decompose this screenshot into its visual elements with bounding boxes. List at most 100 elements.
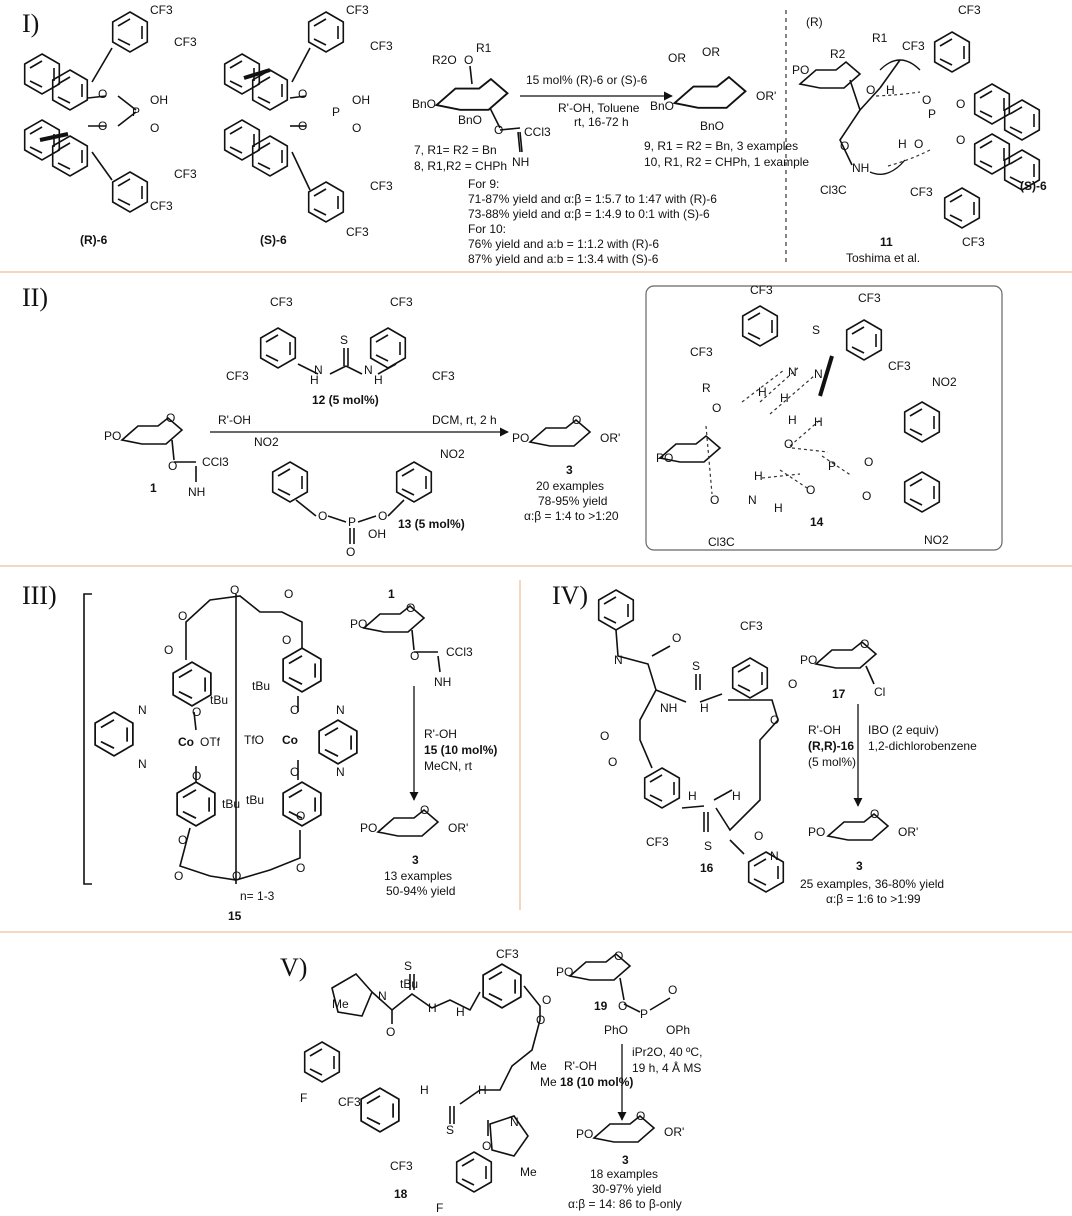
svg-text:CF3: CF3 [390, 1159, 413, 1173]
svg-text:H: H [898, 137, 907, 151]
cond-1-catalyst: 15 mol% (R)-6 or (S)-6 [526, 73, 648, 87]
svg-text:tBu: tBu [210, 693, 228, 707]
svg-text:R'-OH: R'-OH [564, 1059, 597, 1073]
panel-2-label: II) [22, 283, 48, 312]
svg-text:O: O [614, 949, 623, 963]
svg-text:H: H [420, 1083, 429, 1097]
svg-text:Co: Co [178, 735, 194, 749]
svg-text:CF3: CF3 [226, 369, 249, 383]
svg-text:TfO: TfO [244, 733, 264, 747]
svg-text:Cl3C: Cl3C [708, 535, 735, 549]
donor-1-panel-3: PO O O CCl3 NH 1 [350, 587, 473, 689]
svg-text:NO2: NO2 [924, 533, 949, 547]
svg-text:OTf: OTf [200, 735, 221, 749]
svg-text:PO: PO [512, 431, 529, 445]
svg-text:NH: NH [660, 701, 677, 715]
svg-text:BnO: BnO [412, 97, 436, 111]
panel-5: V) CF3 S N tBu H H O Me F O O [280, 947, 702, 1215]
cond-3-catalyst: 15 (10 mol%) [424, 743, 497, 757]
product-9-10: OR OR BnO BnO OR' 9, R1 = R2 = Bn, 3 exa… [644, 45, 809, 169]
product-3-label-4: 3 [856, 859, 863, 873]
svg-text:76% yield and a:b = 1:1.2 with: 76% yield and a:b = 1:1.2 with (R)-6 [468, 237, 659, 251]
svg-text:O: O [840, 139, 849, 153]
svg-text:O: O [178, 609, 187, 623]
svg-text:O: O [378, 509, 387, 523]
svg-text:CCl3: CCl3 [524, 125, 551, 139]
svg-text:tBu: tBu [252, 679, 270, 693]
svg-text:PO: PO [656, 451, 673, 465]
svg-text:H: H [700, 701, 709, 715]
svg-text:O: O [806, 483, 815, 497]
svg-text:O: O [862, 489, 871, 503]
svg-text:O: O [232, 869, 241, 883]
svg-text:CF3: CF3 [338, 1095, 361, 1109]
donor-19: PO O O P O PhO OPh 19 [556, 949, 690, 1037]
svg-text:CF3: CF3 [370, 179, 393, 193]
svg-text:71-87% yield and α:β = 1:5.7 t: 71-87% yield and α:β = 1:5.7 to 1:47 wit… [468, 192, 717, 206]
svg-text:CF3: CF3 [150, 3, 173, 17]
svg-text:R1: R1 [476, 41, 492, 55]
svg-text:O: O [712, 401, 721, 415]
svg-text:O: O [168, 459, 177, 473]
svg-text:N: N [788, 365, 797, 379]
svg-text:S: S [340, 333, 348, 347]
panel-2: II) PO O O CCl3 NH 1 R'-OH CF3 CF3 [22, 283, 1003, 559]
svg-text:CF3: CF3 [750, 283, 773, 297]
svg-text:OR': OR' [600, 431, 620, 445]
svg-text:S: S [704, 839, 712, 853]
svg-text:H: H [788, 413, 797, 427]
svg-text:O: O [914, 137, 923, 151]
svg-text:F: F [300, 1091, 307, 1105]
panel-4: IV) N O S NH H CF3 O O O [552, 581, 977, 906]
svg-text:O: O [770, 713, 779, 727]
svg-text:(S)-6: (S)-6 [1020, 179, 1047, 193]
svg-text:PO: PO [808, 825, 825, 839]
svg-text:CF3: CF3 [910, 185, 933, 199]
svg-text:OR': OR' [664, 1125, 684, 1139]
svg-text:O: O [608, 755, 617, 769]
svg-text:CF3: CF3 [370, 39, 393, 53]
catalyst-R-6-label: (R)-6 [80, 233, 108, 247]
svg-text:O: O [420, 803, 429, 817]
svg-text:O: O [290, 703, 299, 717]
svg-text:PO: PO [360, 821, 377, 835]
catalyst-S-6-label: (S)-6 [260, 233, 287, 247]
svg-text:CF3: CF3 [432, 369, 455, 383]
svg-text:O: O [406, 601, 415, 615]
svg-text:50-94% yield: 50-94% yield [386, 884, 455, 898]
cond-4-oxidant: IBO (2 equiv) [868, 723, 939, 737]
svg-text:BnO: BnO [650, 99, 674, 113]
panel-3-label: III) [22, 581, 57, 610]
svg-text:OR: OR [702, 45, 720, 59]
svg-text:O: O [600, 729, 609, 743]
catalyst-15: O O O O O O O O O O N N N N Co Co OTf Tf… [83, 583, 358, 923]
donor-1-label-3: 1 [388, 587, 395, 601]
product-3-label-5: 3 [622, 1153, 629, 1167]
svg-text:O: O [956, 133, 965, 147]
svg-text:OR': OR' [898, 825, 918, 839]
catalyst-15-label: 15 [228, 909, 242, 923]
svg-text:O: O [870, 807, 879, 821]
svg-text:H: H [478, 1083, 487, 1097]
svg-text:P: P [332, 105, 340, 119]
catalyst-16: N O S NH H CF3 O O O O H S H CF3 O N 16 [597, 589, 797, 893]
donor-1-panel-2: PO O O CCl3 NH 1 [104, 411, 229, 499]
svg-text:α:β = 14: 86 to β-only: α:β = 14: 86 to β-only [568, 1197, 682, 1211]
svg-text:BnO: BnO [700, 119, 724, 133]
svg-text:78-95% yield: 78-95% yield [538, 494, 607, 508]
svg-text:N: N [138, 757, 147, 771]
cond-4-solvent: 1,2-dichlorobenzene [868, 739, 977, 753]
svg-text:N: N [510, 1115, 519, 1129]
panel-3: III) O O O O O O O O O O N [22, 581, 497, 923]
cond-1-time: rt, 16-72 h [574, 115, 629, 129]
svg-text:CF3: CF3 [270, 295, 293, 309]
svg-text:NO2: NO2 [932, 375, 957, 389]
svg-text:CF3: CF3 [902, 39, 925, 53]
svg-text:NO2: NO2 [254, 435, 279, 449]
ts-11-reference: Toshima et al. [846, 251, 920, 265]
svg-text:CF3: CF3 [150, 199, 173, 213]
svg-text:R2: R2 [830, 47, 846, 61]
svg-text:O: O [284, 587, 293, 601]
svg-text:O: O [864, 455, 873, 469]
svg-text:Me: Me [540, 1075, 557, 1089]
